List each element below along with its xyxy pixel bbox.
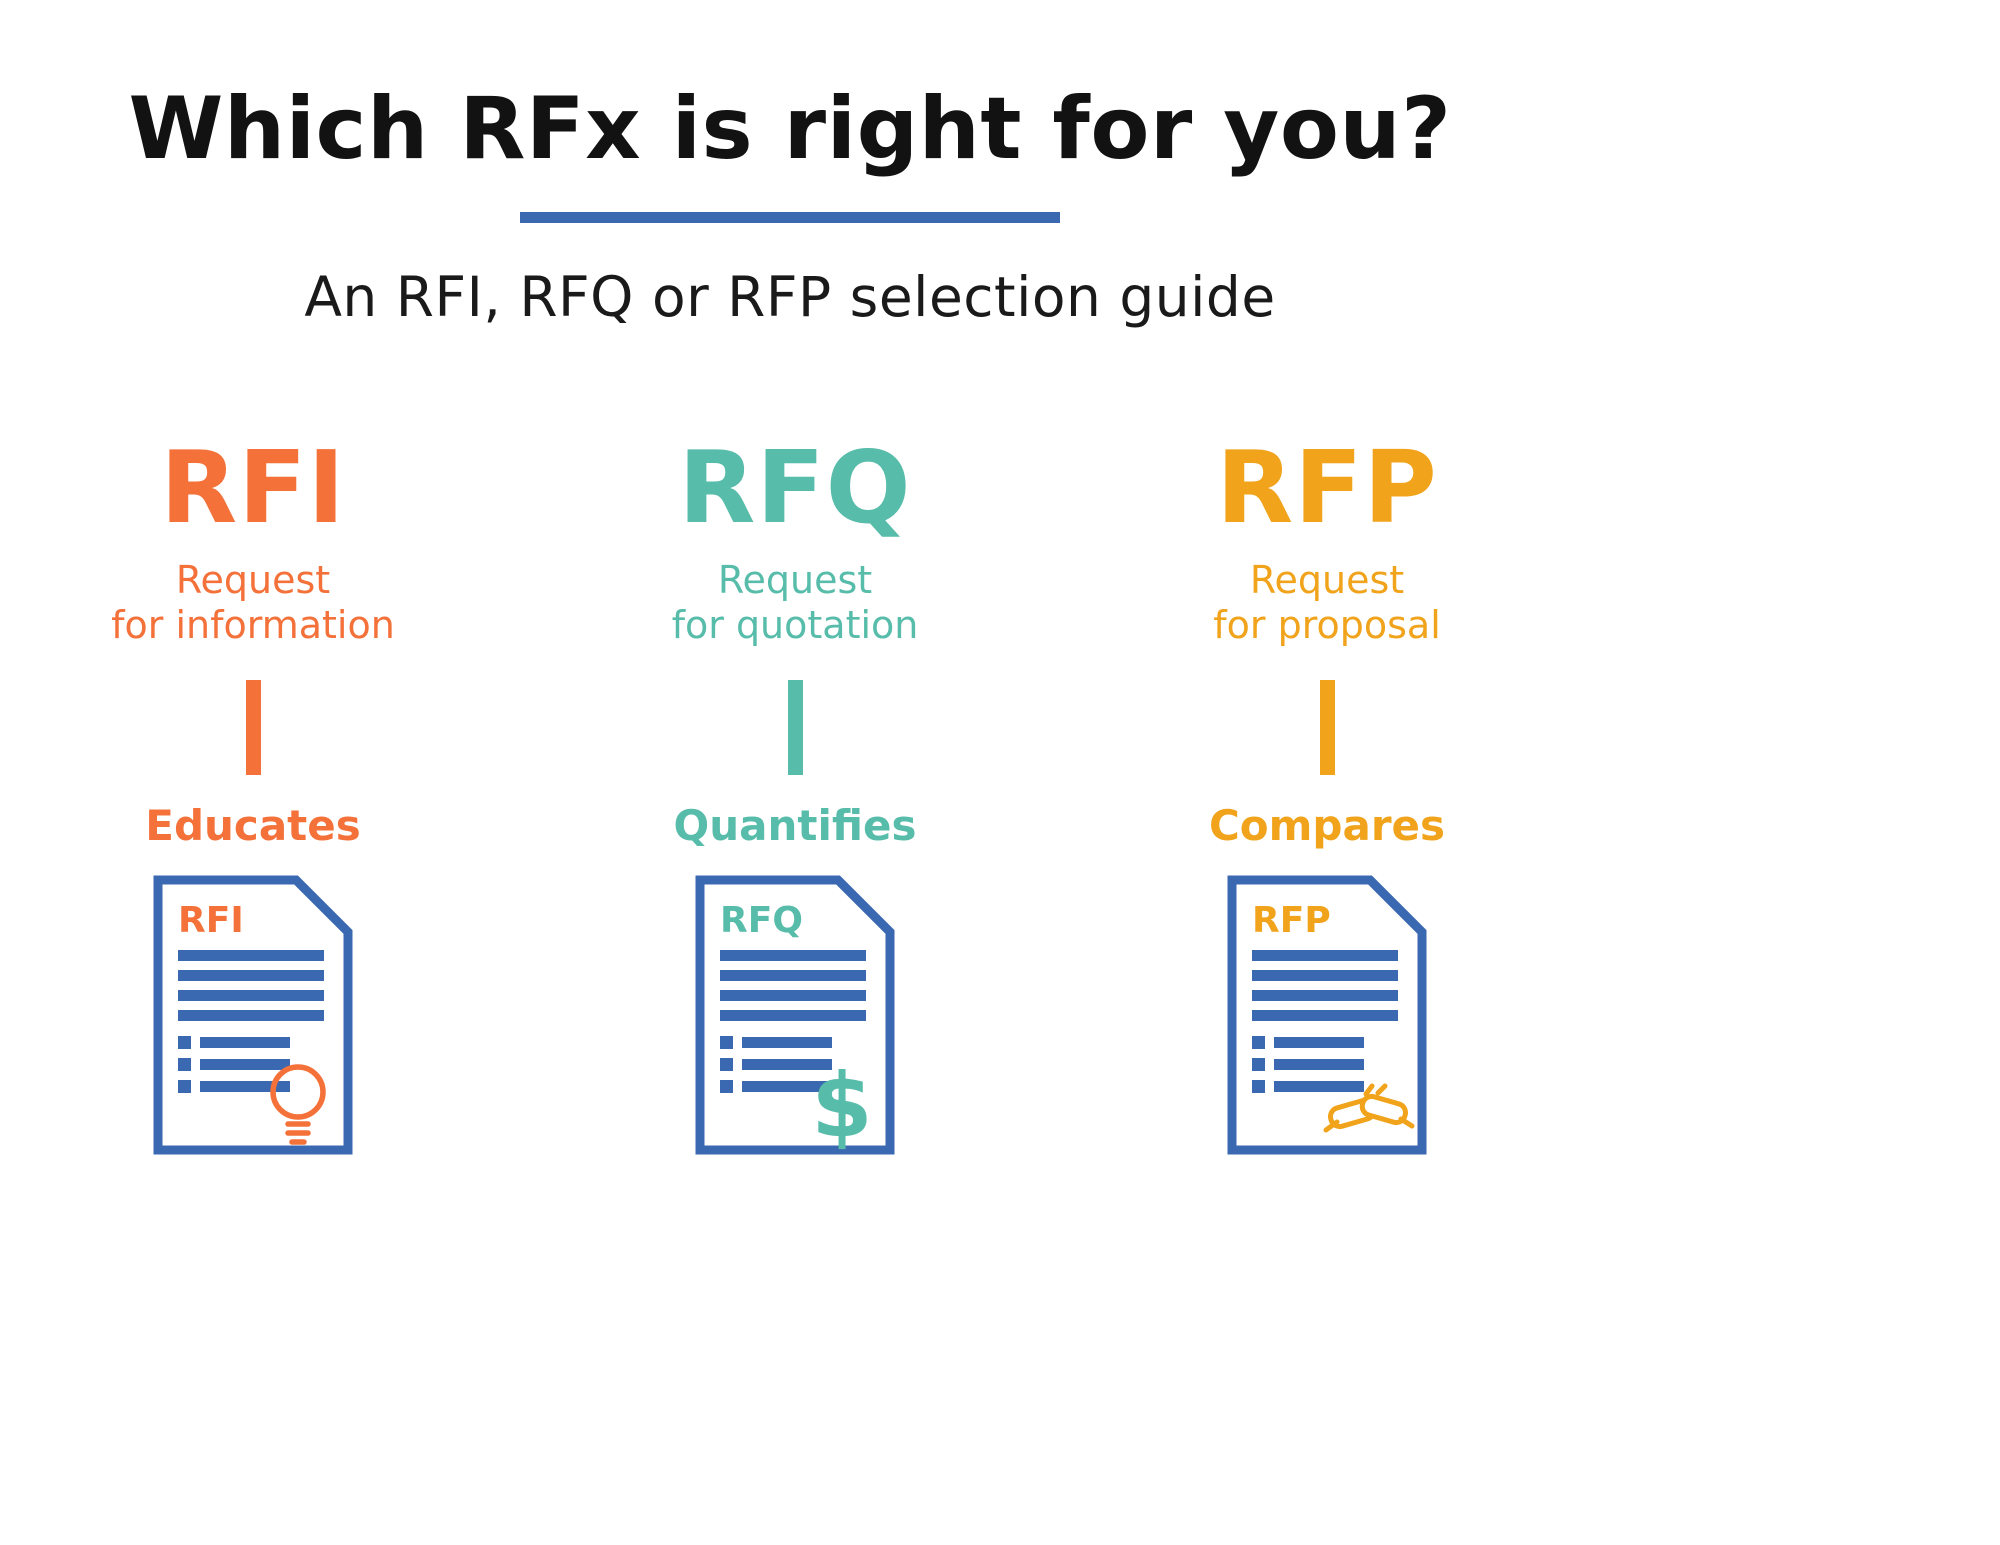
- rfi-acronym: RFI: [160, 429, 346, 546]
- doc-bullet-square: [1252, 1035, 1265, 1049]
- header: Which RFx is right for you? An RFI, RFQ …: [0, 79, 1580, 330]
- lightbulb-icon: [270, 1063, 326, 1145]
- rfp-acronym: RFP: [1216, 429, 1438, 546]
- rfq-keyword: Quantifies: [673, 800, 917, 850]
- rfp-name-line2: for proposal: [1213, 602, 1441, 647]
- doc-line: [1252, 949, 1398, 961]
- doc-bullet-square: [1252, 1057, 1265, 1071]
- rfq-document-icon: RFQ $: [695, 875, 895, 1157]
- doc-text-lines: [1252, 949, 1398, 1021]
- doc-bullet-list: [720, 1035, 832, 1093]
- doc-line: [178, 969, 324, 981]
- doc-bullet-line: [742, 1036, 832, 1048]
- page-title: Which RFx is right for you?: [128, 79, 1452, 179]
- doc-bullet-line: [742, 1080, 832, 1092]
- doc-bullet-square: [178, 1079, 191, 1093]
- doc-bullet-line: [200, 1058, 290, 1070]
- doc-bullet-square: [720, 1035, 733, 1049]
- doc-bullet-list: [1252, 1035, 1364, 1093]
- doc-bullet-square: [178, 1057, 191, 1071]
- doc-bullet-line: [1274, 1080, 1364, 1092]
- rfp-full-name: Request for proposal: [1107, 558, 1547, 648]
- doc-line: [720, 969, 866, 981]
- rfq-doc-label: RFQ: [720, 900, 803, 941]
- column-rfq: RFQ Request for quotation Quantifies RFQ: [575, 438, 1015, 1160]
- rfi-document-icon: RFI: [153, 875, 353, 1155]
- rfq-name-line2: for quotation: [671, 602, 919, 647]
- rfp-document-icon: RFP: [1227, 875, 1427, 1155]
- doc-line: [720, 949, 866, 961]
- page-subtitle: An RFI, RFQ or RFP selection guide: [304, 265, 1276, 330]
- rfp-doc-label: RFP: [1252, 900, 1331, 941]
- doc-line: [720, 1009, 866, 1021]
- doc-text-lines: [178, 949, 324, 1021]
- doc-line: [720, 989, 866, 1001]
- rfi-doc-label: RFI: [178, 900, 244, 941]
- doc-bullet-line: [1274, 1058, 1364, 1070]
- doc-line: [1252, 1009, 1398, 1021]
- doc-bullet-square: [178, 1035, 191, 1049]
- doc-line: [1252, 969, 1398, 981]
- doc-bullet-line: [200, 1036, 290, 1048]
- title-underline: [520, 212, 1060, 224]
- column-rfp: RFP Request for proposal Compares RFP: [1107, 438, 1547, 1160]
- doc-bullet-square: [720, 1079, 733, 1093]
- rfp-name-line1: Request: [1249, 558, 1405, 602]
- handshake-icon: [1323, 1083, 1415, 1133]
- rfi-full-name: Request for information: [33, 558, 473, 648]
- rfq-name-line1: Request: [717, 558, 873, 602]
- rfi-connector-bar: [245, 679, 261, 775]
- doc-line: [178, 989, 324, 1001]
- rfp-connector-bar: [1319, 679, 1335, 775]
- doc-bullet-line: [742, 1058, 832, 1070]
- doc-bullet-line: [200, 1080, 290, 1092]
- doc-bullet-square: [1252, 1079, 1265, 1093]
- rfi-name-line2: for information: [111, 602, 395, 647]
- dollar-icon: $: [811, 1054, 872, 1157]
- doc-line: [178, 949, 324, 961]
- rfi-keyword: Educates: [145, 800, 361, 850]
- rfi-name-line1: Request: [175, 558, 331, 602]
- doc-bullet-line: [1274, 1036, 1364, 1048]
- doc-bullet-list: [178, 1035, 290, 1093]
- doc-line: [178, 1009, 324, 1021]
- rfq-connector-bar: [787, 679, 803, 775]
- doc-text-lines: [720, 949, 866, 1021]
- rfq-acronym: RFQ: [678, 429, 912, 546]
- rfp-keyword: Compares: [1208, 800, 1446, 850]
- doc-line: [1252, 989, 1398, 1001]
- rfq-full-name: Request for quotation: [575, 558, 1015, 648]
- doc-bullet-square: [720, 1057, 733, 1071]
- column-rfi: RFI Request for information Educates RFI: [33, 438, 473, 1160]
